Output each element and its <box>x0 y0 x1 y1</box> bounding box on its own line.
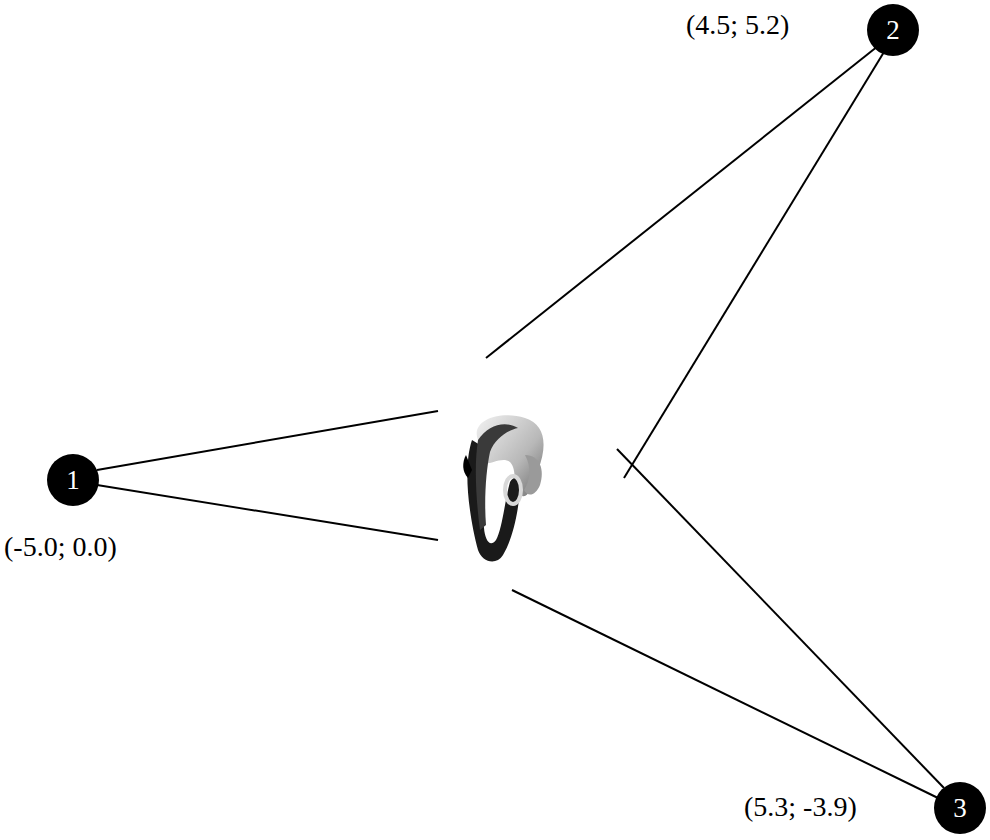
camera-circle: 2 <box>867 4 919 56</box>
scanned-object <box>463 415 543 561</box>
coordinate-label: (5.3; -3.9) <box>744 792 857 823</box>
camera-number: 1 <box>66 467 80 494</box>
coordinate-label: (4.5; 5.2) <box>686 10 789 41</box>
camera-number: 2 <box>886 17 900 44</box>
view-lines <box>97 46 944 798</box>
coordinate-label: (-5.0; 0.0) <box>4 532 117 563</box>
camera-circle: 3 <box>934 782 986 834</box>
camera-number: 3 <box>953 795 967 822</box>
camera-circle: 1 <box>47 454 99 506</box>
